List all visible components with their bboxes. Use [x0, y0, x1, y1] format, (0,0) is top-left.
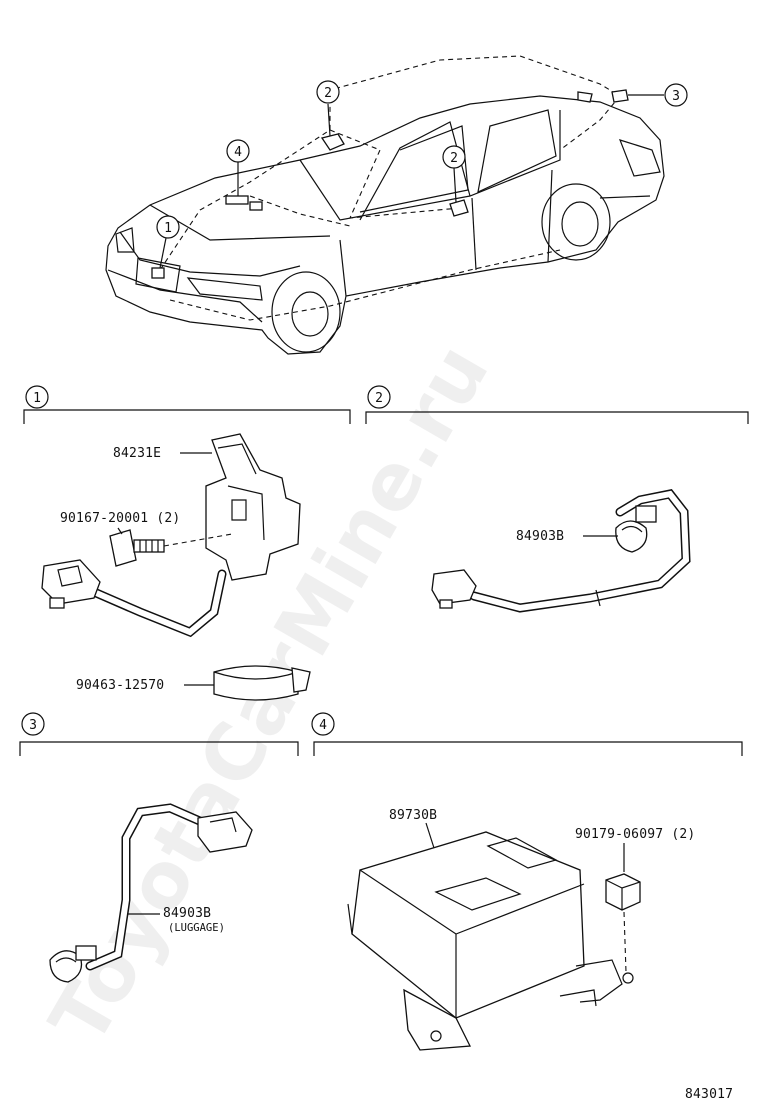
section-3-number: 3	[29, 718, 37, 733]
part-84903B-label: 84903B	[516, 529, 564, 544]
section-2-number: 2	[375, 391, 383, 406]
section-4: 4 89730B 90179-06097 (2)	[311, 712, 743, 1051]
section-1-number: 1	[33, 391, 41, 406]
car-illustration	[105, 55, 665, 355]
part-90179-06097-label: 90179-06097 (2)	[575, 827, 695, 842]
svg-text:4: 4	[234, 145, 242, 160]
svg-text:2: 2	[450, 151, 458, 166]
luggage-note: (LUGGAGE)	[168, 922, 225, 934]
callout-2-pillar: 2	[442, 145, 466, 169]
svg-text:3: 3	[672, 89, 680, 104]
section-3: 3 84903B (LUGGAGE)	[19, 712, 299, 983]
part-90167-20001-label: 90167-20001 (2)	[60, 511, 180, 526]
callout-1: 1	[156, 215, 180, 239]
section-2: 2 84903B	[365, 385, 749, 613]
part-90463-12570-label: 90463-12570	[76, 678, 164, 693]
section-1: 1 84231E 90167-20001 (2) 90463-12570	[23, 385, 351, 701]
section-4-number: 4	[319, 718, 327, 733]
callout-3: 3	[664, 83, 688, 107]
callout-2-roof: 2	[316, 80, 340, 104]
callout-4: 4	[226, 139, 250, 163]
part-89730B-label: 89730B	[389, 808, 437, 823]
part-84903B-luggage-label: 84903B	[163, 906, 211, 921]
part-84231E-label: 84231E	[113, 446, 161, 461]
svg-text:1: 1	[164, 221, 172, 236]
diagram-id: 843017	[685, 1087, 733, 1102]
svg-text:2: 2	[324, 86, 332, 101]
